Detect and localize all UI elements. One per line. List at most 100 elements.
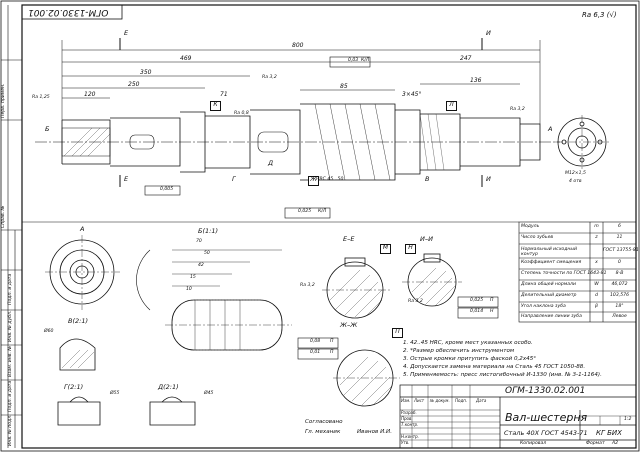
diam-g: Ø55 xyxy=(110,391,120,396)
tol-001-datum: П xyxy=(330,350,334,355)
dim-350: 350 xyxy=(140,69,152,76)
datum-k: К xyxy=(210,101,221,111)
detail-mark-v: В xyxy=(425,175,430,183)
detail-d-label: Д(2:1) xyxy=(158,383,179,391)
circ-runout-value: 0,025 xyxy=(298,209,312,214)
detail-v xyxy=(59,338,96,371)
gear-val-6: 103,576 xyxy=(610,293,629,298)
dim-b-42: 42 xyxy=(198,263,204,268)
section-ii-label: И–И xyxy=(420,235,433,243)
dim-120: 120 xyxy=(84,91,96,98)
strip-label-4: Взам. инв. № xyxy=(8,345,13,377)
gear-val-1: 11 xyxy=(616,235,623,240)
dim-469: 469 xyxy=(180,55,192,62)
strip-label-2: Подп. и дата xyxy=(8,273,13,305)
section-label-i-bottom: И xyxy=(486,175,491,183)
approval-signature: Иванов И.И. xyxy=(357,429,392,435)
top-code-text: ОГМ-1330.02.001 xyxy=(28,7,109,17)
title-format: Формат xyxy=(586,441,605,446)
detail-mark-d: Д xyxy=(268,159,274,167)
ra-right: Ra 3,2 xyxy=(510,107,525,112)
dimension-lines xyxy=(61,40,541,124)
strip-label-1: Справ. № xyxy=(1,205,6,228)
gear-param-4: Степень точности по ГОСТ 1643-81 xyxy=(521,271,607,276)
top-code-box xyxy=(21,4,123,20)
gear-val-7: 18° xyxy=(615,304,624,309)
datum-zh: Ж xyxy=(308,176,319,186)
datum-n: Н xyxy=(405,244,416,254)
approval-mechanic: Гл. механик xyxy=(305,429,341,435)
note-1: 1. 42..45 HRC, кроме мест указанных особ… xyxy=(403,340,533,346)
ra-mid: Ra 3,2 xyxy=(262,75,277,80)
gear-param-8: Направление линии зуба xyxy=(521,314,582,319)
gear-sym-0: m xyxy=(594,224,599,229)
detail-v-label: В(2:1) xyxy=(68,317,88,325)
datum-m: М xyxy=(380,244,391,254)
section-markers xyxy=(119,38,483,187)
gear-val-2: ГОСТ 13755-81 xyxy=(603,248,639,253)
gear-sym-6: d xyxy=(595,293,598,298)
datum-l: Л xyxy=(446,101,457,111)
diam-d: Ø45 xyxy=(204,391,214,396)
title-row-1: Пров. xyxy=(401,416,413,421)
note-hrc: HRC 45...50 xyxy=(316,177,344,182)
dim-b-70: 70 xyxy=(196,239,202,244)
dim-85: 85 xyxy=(340,83,348,90)
note-5: 5. Применяемость: пресс листогибочный И-… xyxy=(403,372,602,378)
section-ee-label: Е–Е xyxy=(343,235,355,243)
title-scale: 1:2 xyxy=(624,417,632,422)
dim-b-15: 15 xyxy=(190,275,196,280)
dim-250: 250 xyxy=(128,81,140,88)
gear-val-4: 8-В xyxy=(615,271,624,276)
note-2: 2. *Размер обеспечить инструментом xyxy=(403,348,515,354)
note-3: 3. Острые кромки притупить фаской 0,2х45… xyxy=(403,356,537,362)
title-row-0: Разраб. xyxy=(401,410,417,415)
ra-bearing: Ra 0,8 xyxy=(234,111,249,116)
view-a xyxy=(45,235,120,310)
title-format-value: А2 xyxy=(612,441,619,446)
strip-label-6: Инв. № подл. xyxy=(8,414,13,446)
tol-001-value: 0,01 xyxy=(310,350,321,355)
title-col-2: № докум. xyxy=(430,398,450,403)
section-ee xyxy=(322,257,390,319)
approval-agreed: Согласовано xyxy=(305,419,343,425)
title-lit: КГ БИХ xyxy=(596,429,622,437)
dim-b-10: 10 xyxy=(186,287,192,292)
dim-3x45: 3×45° xyxy=(402,91,422,98)
detail-d xyxy=(149,396,196,426)
general-roughness: Ra 6,3 (√) xyxy=(582,11,617,19)
datum-p: П xyxy=(392,328,403,338)
dim-136: 136 xyxy=(470,77,482,84)
gear-param-0: Модуль xyxy=(521,224,540,229)
gear-param-7: Угол наклона зуба xyxy=(521,304,566,309)
section-b xyxy=(136,249,292,351)
gear-val-3: 0 xyxy=(618,260,621,265)
section-ii xyxy=(402,253,462,307)
dim-247: 247 xyxy=(460,55,472,62)
gear-table xyxy=(518,221,637,323)
tol-0014-value: 0,014 xyxy=(470,309,484,314)
detail-g xyxy=(57,396,101,426)
view-label-a-right: А xyxy=(548,125,553,133)
view-label-b-left: Б xyxy=(45,125,50,133)
gear-sym-1: z xyxy=(595,235,598,240)
gear-val-0: 6 xyxy=(618,224,621,229)
gear-param-5: Длина общей нормали xyxy=(521,282,576,287)
thread-m12: М12×1,5 xyxy=(565,171,586,176)
title-copied: Копировал xyxy=(520,441,547,446)
strip-label-3: Инв. № дубл. xyxy=(8,310,13,342)
tol-0025-p-datum: П xyxy=(490,298,494,303)
ra-left: Ra 1,25 xyxy=(32,95,50,100)
circ-runout-datums: К/Л xyxy=(318,209,327,214)
strip-label-5: Подп. и дата xyxy=(8,380,13,412)
dim-b-50: 50 xyxy=(204,251,210,256)
gear-val-8: Левое xyxy=(612,314,627,319)
tol-0025-p-value: 0,025 xyxy=(470,298,484,303)
inner-frame xyxy=(21,4,637,449)
gear-val-5: 46,072 xyxy=(611,282,628,287)
title-row-5: Утв. xyxy=(401,440,410,445)
gear-param-6: Делительный диаметр xyxy=(521,293,577,298)
title-col-1: Лист xyxy=(414,398,425,403)
